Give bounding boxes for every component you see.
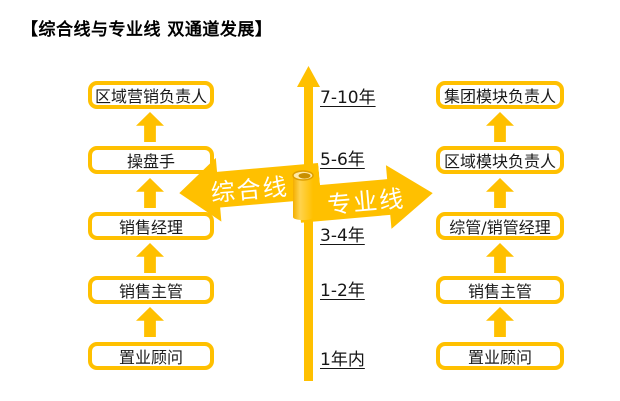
timeline-label: 1-2年 [320, 281, 365, 301]
promotion-arrow-icon [136, 112, 164, 142]
page-title: 【综合线与专业线 双通道发展】 [21, 20, 273, 40]
promotion-arrow-icon [486, 243, 514, 273]
ribbon-curl-icon [292, 170, 314, 220]
timeline-label: 7-10年 [320, 88, 376, 108]
level-box: 集团模块负责人 [436, 81, 564, 109]
level-box: 区域营销负责人 [88, 81, 214, 109]
level-box: 置业顾问 [88, 342, 214, 370]
promotion-arrow-icon [136, 178, 164, 208]
promotion-arrow-icon [486, 178, 514, 208]
timeline-label: 1年内 [320, 350, 365, 370]
timeline-label: 3-4年 [320, 226, 365, 246]
level-box: 销售主管 [88, 276, 214, 304]
level-box: 销售主管 [436, 276, 564, 304]
promotion-arrow-icon [136, 307, 164, 337]
level-box: 置业顾问 [436, 342, 564, 370]
level-box: 综管/销管经理 [436, 212, 564, 240]
promotion-arrow-icon [486, 112, 514, 142]
level-box: 操盘手 [88, 146, 214, 174]
general-track-label: 综合线 [209, 172, 290, 207]
promotion-arrow-icon [136, 243, 164, 273]
timeline-label: 5-6年 [320, 150, 365, 170]
level-box: 区域模块负责人 [436, 146, 564, 174]
promotion-arrow-icon [486, 307, 514, 337]
level-box: 销售经理 [88, 212, 214, 240]
axis-arrow-up-icon [297, 66, 320, 87]
professional-track-label: 专业线 [326, 184, 407, 219]
axis-line [304, 85, 313, 381]
